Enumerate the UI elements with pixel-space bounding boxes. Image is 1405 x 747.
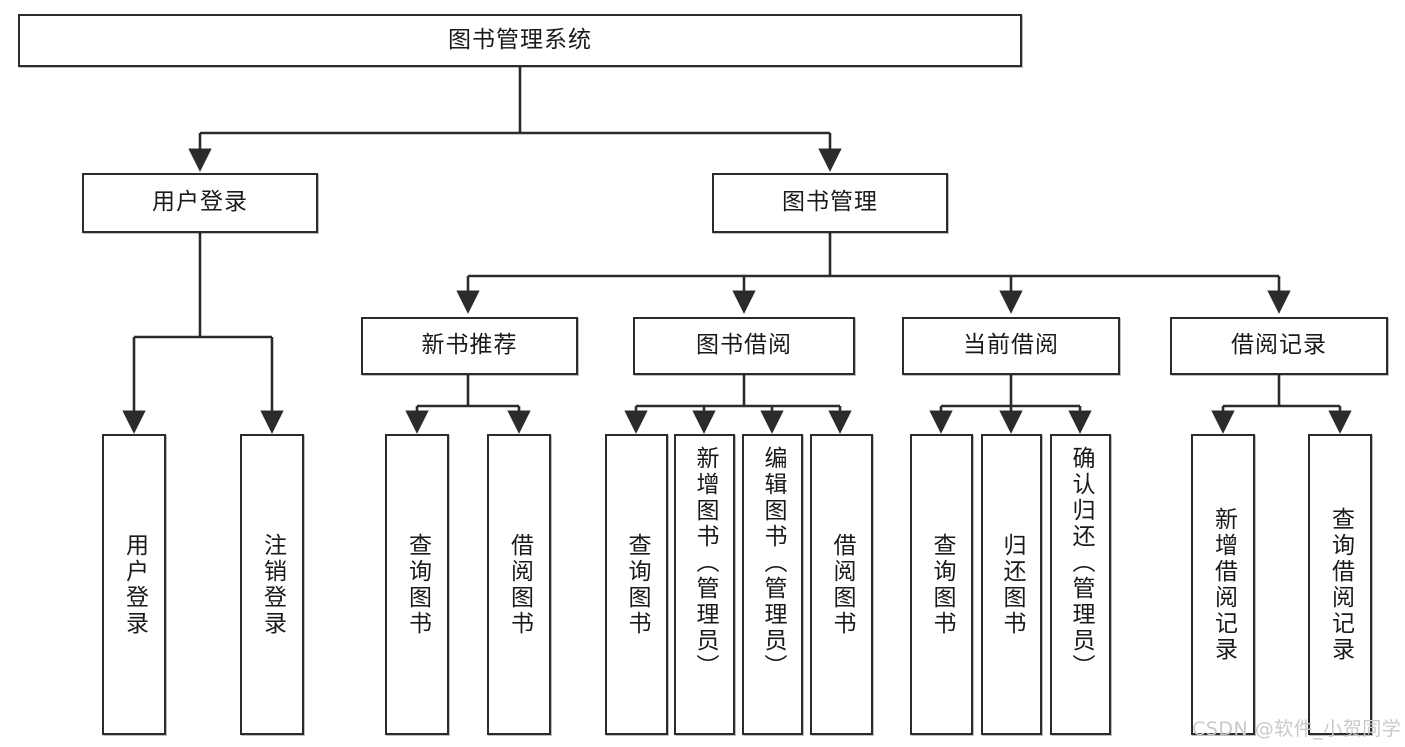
node-user-login[interactable]: 用户登录 [82, 173, 318, 233]
leaf-query-book-1[interactable]: 查询图书 [385, 434, 449, 735]
node-borrow-record[interactable]: 借阅记录 [1170, 317, 1388, 375]
leaf-logout-login[interactable]: 注销登录 [240, 434, 304, 735]
leaf-edit-book[interactable]: 编辑图书（管理员） [742, 434, 803, 735]
node-root[interactable]: 图书管理系统 [18, 14, 1022, 67]
leaf-return-book[interactable]: 归还图书 [981, 434, 1042, 735]
node-new-book-recommend[interactable]: 新书推荐 [361, 317, 578, 375]
leaf-confirm-return[interactable]: 确认归还（管理员） [1050, 434, 1111, 735]
watermark: CSDN @软件_小贺同学 [1192, 718, 1402, 740]
leaf-add-book[interactable]: 新增图书（管理员） [674, 434, 735, 735]
leaf-query-book-3[interactable]: 查询图书 [910, 434, 973, 735]
leaf-query-book-2[interactable]: 查询图书 [605, 434, 668, 735]
node-current-borrow[interactable]: 当前借阅 [902, 317, 1120, 375]
leaf-borrow-book-1[interactable]: 借阅图书 [487, 434, 551, 735]
leaf-add-record[interactable]: 新增借阅记录 [1191, 434, 1255, 735]
node-book-management[interactable]: 图书管理 [712, 173, 948, 233]
leaf-borrow-book-2[interactable]: 借阅图书 [810, 434, 873, 735]
leaf-user-login[interactable]: 用户登录 [102, 434, 166, 735]
leaf-query-record[interactable]: 查询借阅记录 [1308, 434, 1372, 735]
node-book-borrow[interactable]: 图书借阅 [633, 317, 855, 375]
